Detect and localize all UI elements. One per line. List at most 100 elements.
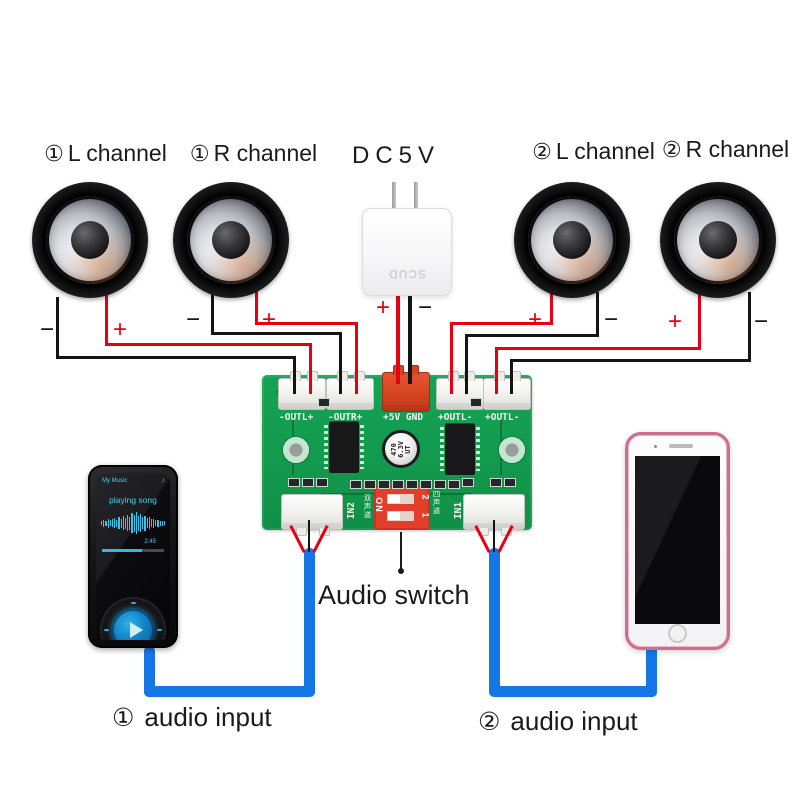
smd-component xyxy=(462,478,474,487)
minus-speaker-1R: − xyxy=(186,306,201,333)
silk-quad-text: 四声道 xyxy=(432,490,441,516)
smd-component xyxy=(350,480,362,489)
wire-1L-neg xyxy=(56,297,59,359)
silk-in2: IN2 xyxy=(346,501,358,520)
speaker-dome xyxy=(212,221,250,259)
mp3-time: 2:45 xyxy=(144,539,156,545)
label-audio-input-1: ① audio input xyxy=(112,702,272,732)
plus-speaker-1L: + xyxy=(113,316,128,343)
adapter-prong xyxy=(414,182,418,210)
wire-1L-pos xyxy=(105,294,108,346)
wire-2L-pos xyxy=(450,322,453,394)
wire-2R-pos xyxy=(495,347,498,394)
camera-icon xyxy=(654,445,657,448)
wire-2R-pos xyxy=(495,347,701,350)
connector-outr1 xyxy=(326,371,374,410)
minus-speaker-2L: − xyxy=(604,306,619,333)
wire-2R-pos xyxy=(698,289,701,350)
wire-1L-pos xyxy=(105,343,312,346)
silk-stereo-text: 双声道 xyxy=(363,494,372,520)
music-note-icon: ♪ xyxy=(161,477,166,484)
dip-pin-2: 2 xyxy=(420,494,431,500)
play-button xyxy=(111,608,155,640)
smd-component xyxy=(302,478,314,487)
speaker-1L xyxy=(32,182,148,298)
power-adapter: SCUD xyxy=(362,208,452,296)
minus-speaker-2R: − xyxy=(754,308,769,335)
cable-audio-1 xyxy=(144,646,155,697)
wire-in2-black xyxy=(308,520,310,552)
circled-2-icon: ② xyxy=(478,707,501,736)
circled-1-icon: ① xyxy=(44,140,64,166)
smd-component xyxy=(288,478,300,487)
smd-component xyxy=(504,478,516,487)
label-channel-1L: ① L channel xyxy=(44,140,167,166)
speaker-2R xyxy=(660,182,776,298)
speaker-dome xyxy=(553,221,591,259)
silk-outr1: -OUTR+ xyxy=(328,412,363,423)
dip-switch: ON 2 1 xyxy=(374,486,430,530)
smd-component xyxy=(316,478,328,487)
smd-component xyxy=(470,398,482,407)
wire-2R-neg xyxy=(510,359,751,362)
mp3-player: My Music ♪ playing song 2:45 xyxy=(88,465,178,648)
mp3-screen: My Music ♪ playing song 2:45 xyxy=(96,473,170,640)
plus-speaker-2R: + xyxy=(668,308,683,335)
cable-audio-2 xyxy=(646,646,657,697)
mp3-track-title: playing song xyxy=(109,495,157,505)
smd-component xyxy=(392,480,404,489)
silk-outl1: -OUTL+ xyxy=(279,412,314,423)
wire-1L-pos xyxy=(309,343,312,394)
amplifier-ic xyxy=(324,421,364,473)
circled-1-icon: ① xyxy=(112,703,135,732)
wire-1R-neg xyxy=(211,290,214,335)
wire-power-neg xyxy=(408,292,412,384)
plus-speaker-1R: + xyxy=(262,306,277,333)
wire-1L-neg xyxy=(56,356,296,359)
wire-power-pos xyxy=(396,292,400,384)
wire-2L-neg xyxy=(596,292,599,337)
circled-2-icon: ② xyxy=(661,136,682,162)
label-channel-2L: ② L channel xyxy=(532,138,655,164)
connector-power xyxy=(382,365,430,412)
play-icon xyxy=(130,622,143,638)
waveform xyxy=(101,511,166,535)
smd-component xyxy=(448,480,460,489)
wire-2L-neg xyxy=(465,334,468,394)
audio-switch-pointer xyxy=(400,532,402,570)
capacitor: 470 6.3V UT xyxy=(382,430,420,468)
circled-1-icon: ① xyxy=(189,140,210,166)
wire-1R-pos xyxy=(255,322,358,325)
amplifier-ic xyxy=(440,423,480,475)
connector-outl3 xyxy=(483,371,531,410)
wire-1L-neg xyxy=(293,356,296,394)
mp3-menu-text: My Music xyxy=(102,478,128,484)
speaker-1R xyxy=(173,182,289,298)
smd-component xyxy=(378,480,390,489)
label-audio-switch: Audio switch xyxy=(318,580,470,610)
dip-pin-1: 1 xyxy=(420,512,431,518)
label-dc5v: DC5V xyxy=(352,142,441,169)
dip-on-label: ON xyxy=(373,497,384,513)
mp3-control-pad xyxy=(100,597,166,640)
speaker-2L xyxy=(514,182,630,298)
mounting-hole xyxy=(498,436,526,464)
silk-outl3: +OUTL- xyxy=(485,412,520,423)
wire-2L-pos xyxy=(450,322,553,325)
mounting-hole xyxy=(282,436,310,464)
wire-2L-pos xyxy=(550,289,553,325)
adapter-prong xyxy=(392,182,396,210)
audio-switch-pointer-dot xyxy=(398,568,404,574)
plus-power: + xyxy=(376,294,391,321)
minus-speaker-1L: − xyxy=(40,316,55,343)
wire-2L-neg xyxy=(465,334,599,337)
adapter-brand: SCUD xyxy=(388,267,427,281)
smd-component xyxy=(364,480,376,489)
wire-1R-pos xyxy=(255,287,258,325)
wire-2R-neg xyxy=(510,359,513,394)
minus-power: − xyxy=(418,294,433,321)
wire-1R-neg xyxy=(211,332,342,335)
label-channel-2R: ② R channel xyxy=(661,136,790,162)
home-button xyxy=(668,624,687,643)
